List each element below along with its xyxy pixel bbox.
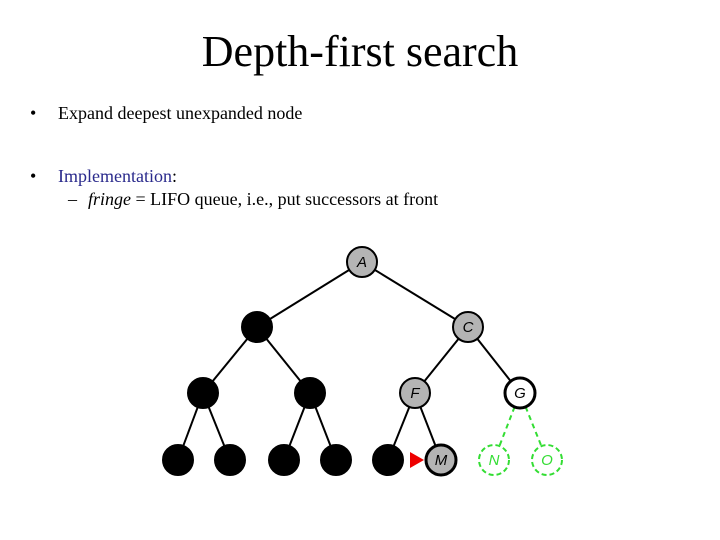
- tree-node-n: N: [478, 444, 510, 476]
- edge-b-e: [265, 338, 302, 382]
- tree-node-e: [294, 377, 326, 409]
- tree-nodes: A C F G M N O: [162, 246, 563, 477]
- node-label: G: [514, 385, 526, 402]
- node-circle: [320, 444, 352, 476]
- tree-node-m: M: [410, 443, 458, 477]
- fringe-term: fringe: [88, 189, 131, 209]
- tree-node-g: G: [503, 376, 537, 410]
- node-circle: [294, 377, 326, 409]
- edge-a-b: [269, 269, 350, 320]
- node-label: C: [463, 319, 474, 336]
- edge-e-k: [314, 406, 332, 447]
- node-circle: [268, 444, 300, 476]
- node-label: F: [410, 385, 420, 402]
- edge-c-g: [476, 338, 512, 382]
- node-circle: [478, 444, 510, 476]
- tree-node-f: F: [399, 377, 431, 409]
- tree-edges: [182, 268, 543, 447]
- tree-node-h: [162, 444, 194, 476]
- node-circle: [372, 444, 404, 476]
- bullet-marker: •: [30, 103, 37, 123]
- node-circle: [162, 444, 194, 476]
- edge-g-n: [498, 406, 516, 447]
- edge-e-j: [288, 406, 306, 447]
- tree-node-d: [187, 377, 219, 409]
- sub-bullet-marker: –: [68, 189, 77, 209]
- node-label: O: [541, 452, 553, 469]
- bullet-label: Implementation: [58, 166, 172, 186]
- current-node-pointer-icon: [410, 452, 424, 468]
- node-circle: [346, 246, 378, 278]
- slide-title: Depth-first search: [201, 27, 519, 76]
- sub-bullet-text: = LIFO queue, i.e., put successors at fr…: [131, 189, 439, 209]
- node-circle: [424, 443, 458, 477]
- bullet-marker: •: [30, 166, 37, 186]
- bullet-implementation: • Implementation:: [30, 165, 177, 187]
- node-circle: [399, 377, 431, 409]
- node-circle: [187, 377, 219, 409]
- edge-f-m: [419, 406, 437, 447]
- edge-d-i: [207, 406, 226, 447]
- bullet-expand: • Expand deepest unexpanded node: [30, 102, 302, 124]
- tree-node-j: [268, 444, 300, 476]
- edge-f-l: [392, 406, 411, 447]
- node-circle: [241, 311, 273, 343]
- node-circle: [214, 444, 246, 476]
- bullet-text: Expand deepest unexpanded node: [58, 103, 303, 123]
- edge-d-h: [182, 406, 199, 447]
- node-circle: [531, 444, 563, 476]
- node-label: N: [489, 452, 500, 469]
- edge-a-c: [374, 268, 456, 321]
- node-label: M: [435, 452, 448, 469]
- tree-node-l: [372, 444, 404, 476]
- node-circle: [452, 311, 484, 343]
- edge-b-d: [211, 337, 249, 383]
- node-circle: [503, 376, 537, 410]
- tree-node-c: C: [452, 311, 484, 343]
- node-label: A: [356, 254, 367, 271]
- tree-node-b: [241, 311, 273, 343]
- edge-c-f: [423, 338, 460, 382]
- tree-node-a: A: [346, 246, 378, 278]
- edge-g-o: [524, 406, 543, 447]
- sub-bullet-fringe: –fringe = LIFO queue, i.e., put successo…: [68, 188, 438, 210]
- tree-node-k: [320, 444, 352, 476]
- tree-node-o: O: [531, 444, 563, 476]
- tree-node-i: [214, 444, 246, 476]
- bullet-colon: :: [171, 166, 177, 186]
